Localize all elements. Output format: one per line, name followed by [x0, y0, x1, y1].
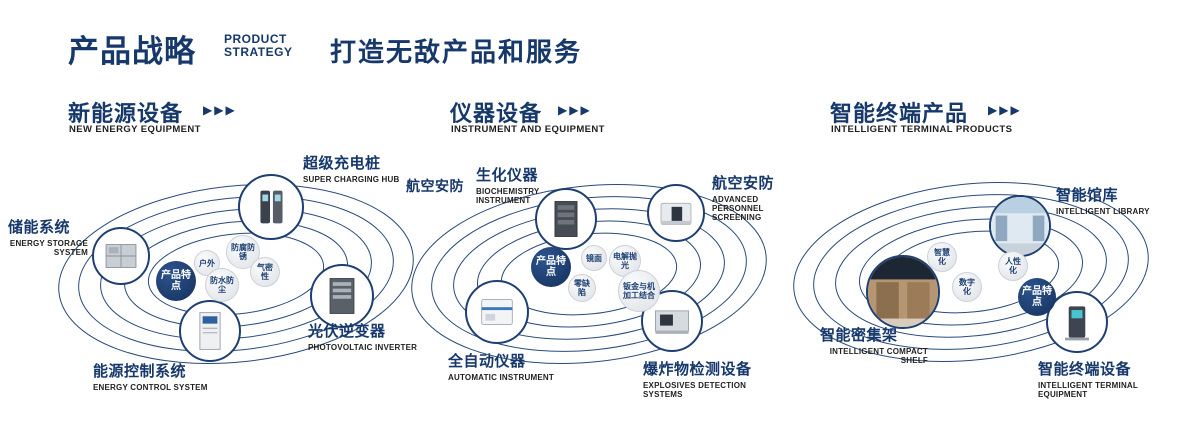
personnel-screening-label: 航空安防 ADVANCED PERSONNEL SCREENING	[712, 172, 812, 222]
automatic-instrument-label: 全自动仪器 AUTOMATIC INSTRUMENT	[448, 350, 568, 382]
product-caption: ENERGY CONTROL SYSTEM	[93, 383, 208, 392]
product-caption: SUPER CHARGING HUB	[303, 175, 400, 184]
product-name: 智能密集架	[820, 327, 898, 344]
aviation-security-side-label: 航空安防	[406, 178, 464, 194]
product-caption: INTELLIGENT LIBRARY	[1056, 207, 1150, 216]
super-charging-hub-node	[238, 174, 304, 240]
page-title-en-line1: PRODUCT	[224, 32, 287, 46]
product-features-badge: 产品特点	[531, 247, 571, 287]
explosives-detection-label: 爆炸物检测设备 EXPLOSIVES DETECTION SYSTEMS	[643, 358, 783, 399]
product-name: 航空安防	[712, 175, 775, 192]
product-name: 全自动仪器	[448, 353, 526, 370]
compact-shelf-label: 智能密集架 INTELLIGENT COMPACT SHELF	[820, 324, 928, 365]
energy-storage-node	[92, 227, 150, 285]
biochemistry-label: 生化仪器 BIOCHEMISTRY INSTRUMENT	[476, 164, 556, 205]
personnel-screening-node	[647, 184, 705, 242]
feature-bubble: 电解抛光	[609, 245, 641, 277]
product-name: 超级充电桩	[303, 155, 381, 172]
automatic-instrument-node	[465, 280, 529, 344]
terminal-kiosk-icon	[1065, 306, 1089, 341]
orbit-rings-section1	[58, 184, 414, 364]
product-caption: ADVANCED PERSONNEL SCREENING	[712, 195, 764, 222]
charging-hub-icon	[260, 190, 283, 224]
compact-shelf-photo-icon	[868, 257, 938, 327]
feature-bubble: 数字化	[952, 272, 982, 302]
section3-subtitle: INTELLIGENT TERMINAL PRODUCTS	[831, 124, 1013, 135]
intelligent-library-label: 智能馆库 INTELLIGENT LIBRARY	[1056, 184, 1166, 216]
biochemistry-icon	[554, 201, 578, 237]
product-caption: PHOTOVOLTAIC INVERTER	[308, 343, 418, 352]
product-caption: EXPLOSIVES DETECTION SYSTEMS	[643, 381, 747, 399]
triple-arrow-icon: ▶▶▶	[203, 103, 237, 117]
product-features-badge: 产品特点	[156, 261, 196, 301]
energy-storage-icon	[105, 244, 137, 268]
biochemistry-node	[535, 188, 597, 250]
feature-bubble: 户外	[194, 250, 220, 276]
feature-bubble: 人性化	[998, 251, 1028, 281]
page-title: 产品战略	[68, 34, 196, 69]
feature-bubble: 镜面	[581, 245, 607, 271]
feature-bubble: 钣金与机加工结合	[618, 270, 660, 312]
feature-bubble: 智慧化	[927, 242, 957, 272]
product-caption: INTELLIGENT COMPACT SHELF	[829, 347, 928, 365]
feature-bubble: 防水防尘	[205, 268, 239, 302]
library-photo-icon	[991, 197, 1049, 255]
tagline: 打造无敌产品和服务	[330, 37, 583, 67]
product-name: 爆炸物检测设备	[643, 361, 752, 378]
energy-control-icon	[199, 312, 221, 350]
product-name: 储能系统	[8, 219, 71, 236]
page-title-en: PRODUCT STRATEGY	[224, 33, 292, 59]
section2-title: 仪器设备	[450, 101, 543, 126]
product-features-badge: 产品特点	[1018, 278, 1056, 316]
triple-arrow-icon: ▶▶▶	[558, 103, 592, 117]
pv-inverter-node	[310, 264, 374, 328]
product-name: 生化仪器	[476, 167, 539, 184]
section3-title: 智能终端产品	[830, 101, 969, 126]
section2-subtitle: INSTRUMENT AND EQUIPMENT	[451, 124, 605, 135]
feature-bubble: 零缺陷	[568, 274, 596, 302]
section1-subtitle: NEW ENERGY EQUIPMENT	[69, 124, 201, 135]
pv-inverter-icon	[329, 278, 355, 314]
energy-control-label: 能源控制系统 ENERGY CONTROL SYSTEM	[93, 360, 223, 392]
explosives-detection-icon	[654, 310, 690, 334]
product-name: 智能终端设备	[1038, 361, 1132, 378]
pv-inverter-label: 光伏逆变器 PHOTOVOLTAIC INVERTER	[308, 320, 428, 352]
orbit-rings-section3	[793, 182, 1149, 362]
product-name: 能源控制系统	[93, 363, 187, 380]
product-name: 光伏逆变器	[308, 323, 386, 340]
screening-icon	[660, 202, 692, 225]
super-charging-hub-label: 超级充电桩 SUPER CHARGING HUB	[303, 152, 423, 184]
intelligent-library-node	[989, 195, 1051, 257]
product-caption: AUTOMATIC INSTRUMENT	[448, 373, 554, 382]
energy-storage-label: 储能系统 ENERGY STORAGE SYSTEM	[8, 216, 88, 257]
product-caption: BIOCHEMISTRY INSTRUMENT	[476, 187, 540, 205]
page-title-en-line2: STRATEGY	[224, 45, 293, 59]
feature-bubble: 气密性	[250, 257, 280, 287]
energy-control-node	[179, 300, 241, 362]
triple-arrow-icon: ▶▶▶	[988, 103, 1022, 117]
compact-shelf-node	[866, 255, 940, 329]
product-caption: INTELLIGENT TERMINAL EQUIPMENT	[1038, 381, 1138, 399]
product-name: 智能馆库	[1056, 187, 1119, 204]
automatic-instrument-icon	[481, 299, 513, 325]
product-caption: ENERGY STORAGE SYSTEM	[9, 239, 88, 257]
section1-title: 新能源设备	[68, 101, 184, 126]
intelligent-terminal-node	[1046, 291, 1108, 353]
intelligent-terminal-label: 智能终端设备 INTELLIGENT TERMINAL EQUIPMENT	[1038, 358, 1178, 399]
